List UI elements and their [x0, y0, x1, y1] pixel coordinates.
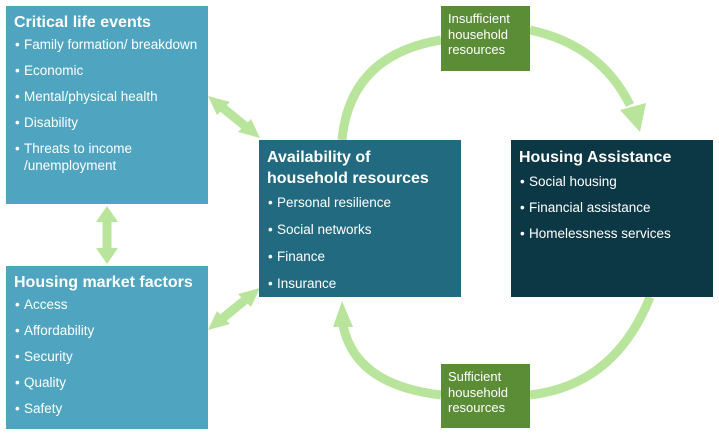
- list-item: Mental/physical health: [14, 88, 200, 105]
- critical-life-events-box: Critical life events Family formation/ b…: [6, 6, 208, 204]
- list-item: Homelessness services: [519, 225, 705, 242]
- link-market-availability-shaft: [220, 296, 248, 322]
- list-item: Quality: [14, 374, 200, 391]
- list-item: Family formation/ breakdown: [14, 36, 200, 53]
- list-item: Threats to income /unemployment: [14, 140, 200, 174]
- list-item: Financial assistance: [519, 199, 705, 216]
- link-critical-availability-head-start: [208, 96, 230, 115]
- cycle-arc-bottom-left: [338, 323, 442, 400]
- availability-title: Availability of household resources: [267, 149, 429, 187]
- housing-market-factors-title: Housing market factors: [14, 274, 193, 291]
- list-item: Disability: [14, 114, 200, 131]
- link-critical-market-head-start: [96, 206, 118, 222]
- sufficient-resources-label: Sufficient household resources: [441, 364, 530, 428]
- cycle-arc-top-right: [529, 25, 635, 108]
- housing-market-factors-box: Housing market factors Access Affordabil…: [6, 266, 208, 429]
- list-item: Affordability: [14, 322, 200, 339]
- insufficient-resources-label: Insufficient household resources: [441, 6, 530, 71]
- list-item: Social networks: [267, 221, 453, 238]
- link-market-availability-head-end: [238, 288, 260, 307]
- list-item: Safety: [14, 400, 200, 417]
- list-item: Finance: [267, 248, 453, 265]
- availability-list: Personal resilience Social networks Fina…: [267, 194, 453, 292]
- critical-life-events-title: Critical life events: [14, 14, 151, 31]
- housing-assistance-list: Social housing Financial assistance Home…: [519, 173, 705, 242]
- critical-life-events-list: Family formation/ breakdown Economic Men…: [14, 36, 200, 174]
- cycle-arrowhead-top-right: [620, 103, 646, 132]
- link-critical-availability-head-end: [238, 119, 260, 138]
- list-item: Insurance: [267, 275, 453, 292]
- list-item: Personal resilience: [267, 194, 453, 211]
- list-item: Social housing: [519, 173, 705, 190]
- list-item: Access: [14, 296, 200, 313]
- link-critical-availability-shaft: [220, 104, 248, 130]
- housing-assistance-title: Housing Assistance: [519, 149, 672, 166]
- cycle-arc-bottom-right: [529, 295, 655, 400]
- housing-market-factors-list: Access Affordability Security Quality Sa…: [14, 296, 200, 417]
- cycle-arrowhead-bottom-left: [333, 301, 353, 327]
- list-item: Economic: [14, 62, 200, 79]
- list-item: Security: [14, 348, 200, 365]
- housing-assistance-box: Housing Assistance Social housing Financ…: [511, 140, 713, 297]
- availability-of-household-resources-box: Availability of household resources Pers…: [259, 140, 461, 297]
- link-market-availability-head-start: [208, 311, 230, 330]
- cycle-arc-top-left: [337, 35, 442, 141]
- link-critical-market-head-end: [96, 248, 118, 264]
